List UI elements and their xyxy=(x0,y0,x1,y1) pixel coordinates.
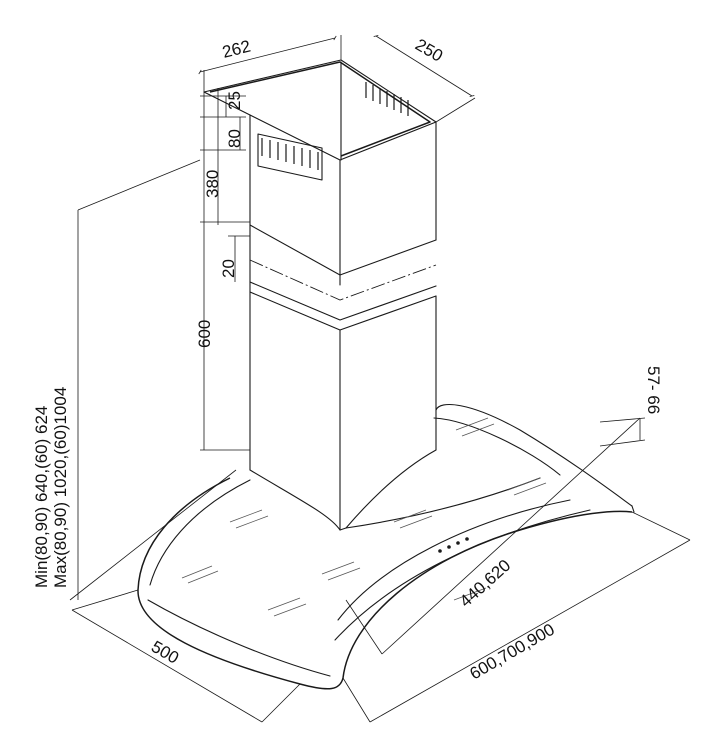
vent-louvres-left xyxy=(257,133,323,181)
label-top-offset: 25 xyxy=(225,91,244,110)
label-overlap: 20 xyxy=(219,259,238,278)
control-buttons xyxy=(438,537,469,553)
upper-chimney xyxy=(203,59,437,471)
label-min-height: Min(80,90) 640,(60) 624 xyxy=(32,406,51,588)
label-inner-width: 440,620 xyxy=(456,556,514,611)
label-upper-chimney: 380 xyxy=(203,170,222,198)
glass-reflections xyxy=(181,417,547,617)
label-top-width: 262 xyxy=(220,37,252,62)
lower-chimney xyxy=(249,224,437,531)
label-vent-height: 80 xyxy=(225,129,244,148)
hood-canopy xyxy=(137,404,635,690)
label-glass-thickness: 57- 66 xyxy=(644,366,663,414)
dimension-lines xyxy=(69,35,691,723)
label-top-depth: 250 xyxy=(412,35,446,66)
dimension-labels: 262 250 25 80 380 20 600 57- 66 Min(80,9… xyxy=(32,35,663,683)
label-lower-chimney: 600 xyxy=(195,320,214,348)
label-max-height: Max(80,90) 1020,(60)1004 xyxy=(51,387,70,588)
label-depth: 500 xyxy=(148,637,182,668)
label-overall-width: 600,700,900 xyxy=(467,620,558,684)
